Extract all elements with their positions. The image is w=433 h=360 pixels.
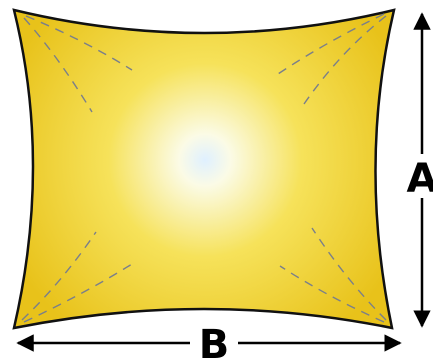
dimension-b-label: B xyxy=(199,322,230,360)
stitch-top-left-outer xyxy=(23,17,93,113)
stitch-bottom-left-outer xyxy=(21,231,97,321)
dimension-a-label-gap xyxy=(408,154,433,198)
dimension-b-label-gap xyxy=(190,323,238,360)
dimension-a-label: A xyxy=(407,156,433,202)
shade-sail-panel xyxy=(12,8,396,330)
corner-stitching xyxy=(21,13,387,323)
